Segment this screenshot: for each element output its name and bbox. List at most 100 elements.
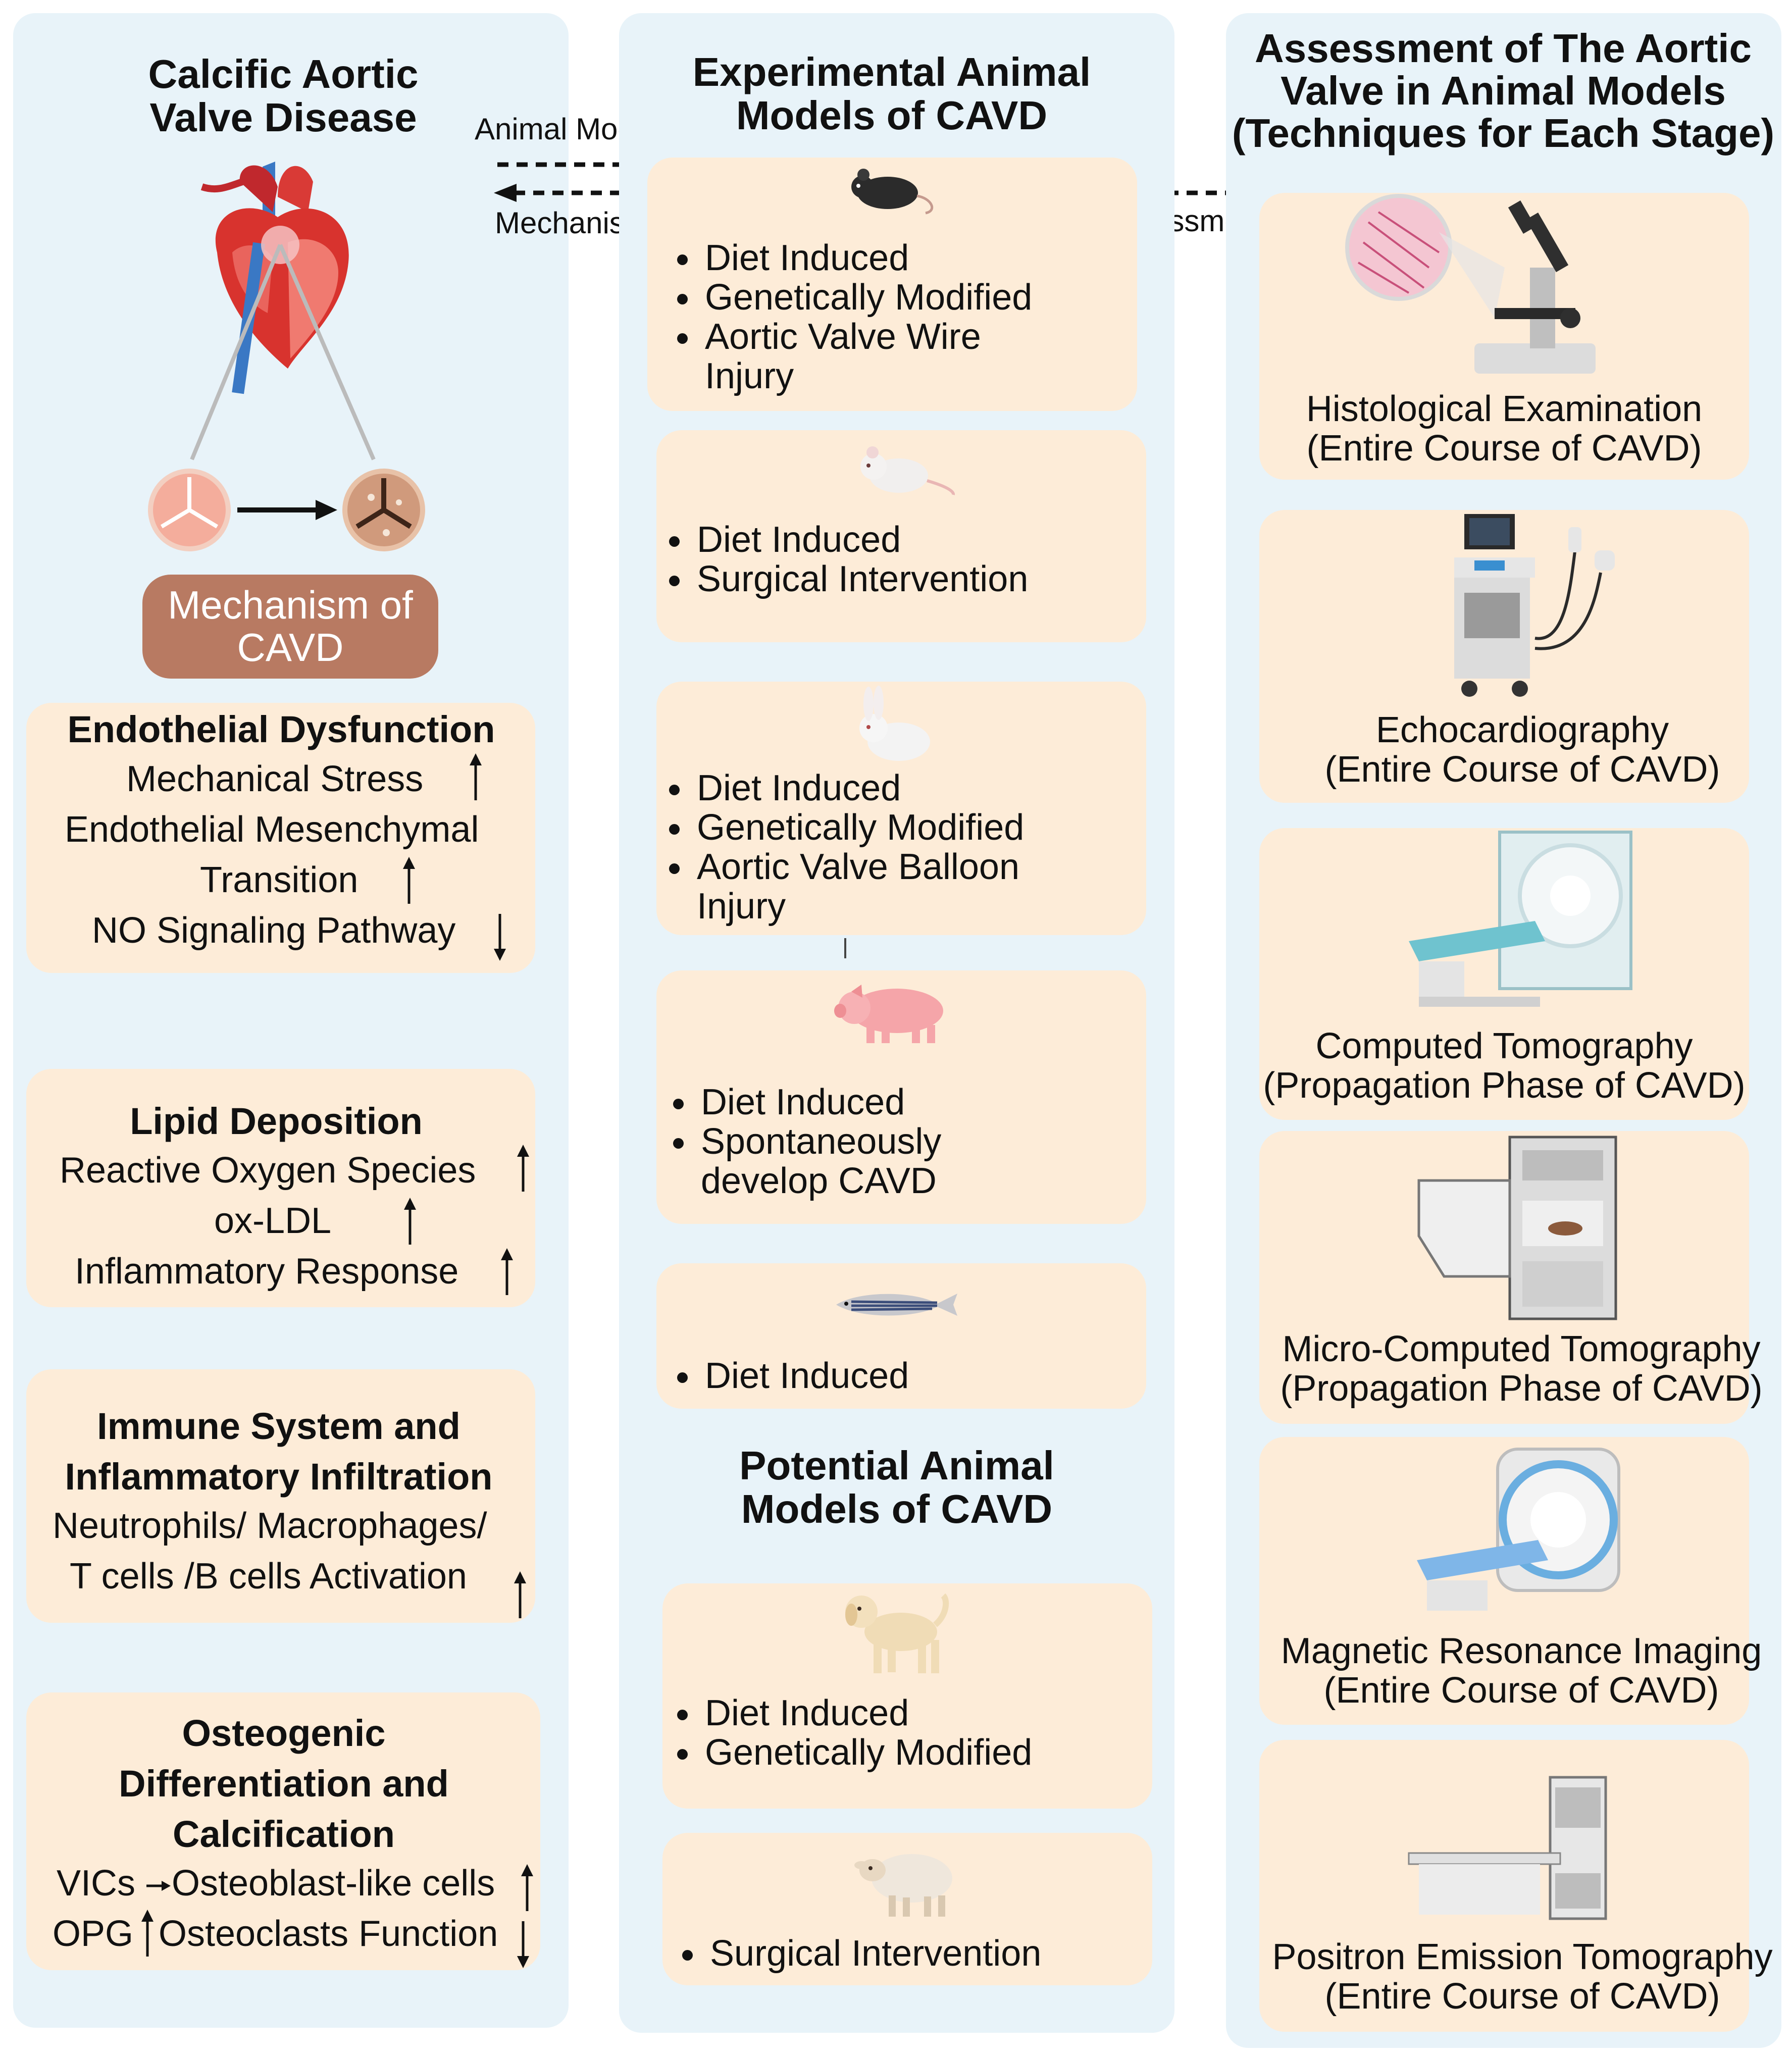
list-item: Diet Induced: [702, 1693, 1032, 1733]
micro-ct-scanner-icon: [1417, 1136, 1617, 1320]
assessment-title-line2: Valve in Animal Models: [1281, 68, 1726, 113]
list-item: Diet Induced: [702, 1356, 909, 1396]
pet-scanner-icon: [1408, 1776, 1607, 1920]
mechanism-of-cavd-label: Mechanism of CAVD: [142, 575, 438, 679]
mechanism-label-line1: Mechanism of: [168, 583, 413, 627]
mri-name: Magnetic Resonance Imaging: [1281, 1631, 1762, 1671]
experimental-title-line2: Models of CAVD: [736, 93, 1048, 138]
osteogenic-title-line2: Differentiation and: [119, 1763, 449, 1805]
mechanism-label-line2: CAVD: [237, 625, 344, 670]
osteogenic-title-line1: Osteogenic: [182, 1712, 386, 1754]
list-item: Genetically Modified: [702, 278, 1032, 317]
echocardiography-name: Echocardiography: [1375, 710, 1669, 750]
mechanisms-arrow: [494, 184, 645, 202]
up-arrow-icon: [521, 1864, 533, 1911]
endothelial-dysfunction-title: Endothelial Dysfunction: [67, 708, 495, 750]
up-arrow-icon: [514, 1571, 526, 1618]
list-item-text: develop CAVD: [701, 1161, 937, 1201]
sheep-model-list: Surgical Intervention: [662, 1934, 1041, 1973]
no-signaling-text: NO Signaling Pathway: [92, 910, 456, 951]
mri-stage: (Entire Course of CAVD): [1323, 1670, 1719, 1711]
immune-title-line1: Immune System and: [97, 1405, 460, 1447]
list-item: Surgical Intervention: [694, 559, 1028, 599]
mouse-model-list: Diet Induced Genetically Modified Aortic…: [657, 238, 1032, 396]
list-item: Genetically Modified: [694, 808, 1024, 847]
assessment-title: Assessment of The Aortic Valve in Animal…: [1213, 27, 1792, 155]
left-title: Calcific Aortic Valve Disease: [13, 52, 553, 140]
mri-scanner-icon: [1417, 1448, 1620, 1611]
osteogenic-card: [26, 1692, 540, 1970]
vics-to-osteoblast-arrow: [146, 1881, 171, 1891]
list-item: Diet Induced: [694, 768, 1024, 808]
pet-name: Positron Emission Tomography: [1272, 1937, 1773, 1977]
microscope-icon: [1345, 194, 1596, 374]
list-item-text: Aortic Valve Balloon: [697, 847, 1019, 887]
zebrafish-model-card: [656, 1263, 1146, 1409]
potential-title-line2: Models of CAVD: [741, 1486, 1053, 1532]
list-item: Diet Induced: [698, 1083, 941, 1122]
cells-text-line2: T cells /B cells Activation: [70, 1556, 467, 1597]
up-arrow-icon: [470, 753, 482, 800]
osteogenic-title-line3: Calcification: [173, 1813, 395, 1855]
up-arrow-icon: [517, 1145, 529, 1192]
list-item-text: Spontaneously: [701, 1121, 942, 1162]
left-title-line2: Valve Disease: [149, 95, 417, 140]
histology-stage: (Entire Course of CAVD): [1306, 428, 1702, 469]
vics-text: VICs: [57, 1863, 136, 1904]
echocardiography-stage: (Entire Course of CAVD): [1324, 749, 1720, 790]
mechanical-stress-text: Mechanical Stress: [126, 759, 424, 799]
assessment-title-line3: (Techniques for Each Stage): [1232, 111, 1775, 156]
down-arrow-icon: [517, 1921, 529, 1968]
assessment-title-line1: Assessment of The Aortic: [1255, 26, 1752, 71]
progression-arrow: [237, 500, 337, 520]
cells-text-line1: Neutrophils/ Macrophages/: [53, 1506, 487, 1546]
immune-system-card: [26, 1369, 535, 1623]
list-item: Diet Induced: [694, 520, 1028, 559]
list-item: Genetically Modified: [702, 1733, 1032, 1772]
opg-text: OPG: [53, 1914, 134, 1954]
rabbit-model-list: Diet Induced Genetically Modified Aortic…: [649, 768, 1024, 926]
ox-ldl-text: ox-LDL: [214, 1201, 332, 1241]
rat-icon: [860, 446, 955, 495]
divider-tick: [844, 938, 846, 958]
pet-stage: (Entire Course of CAVD): [1324, 1976, 1720, 2017]
ct-scanner-icon: [1409, 831, 1632, 1007]
micro-ct-name: Micro-Computed Tomography: [1282, 1329, 1761, 1369]
calcified-valve-icon: [342, 469, 425, 551]
zoom-lines: [190, 244, 376, 460]
zebrafish-icon: [836, 1294, 957, 1316]
dog-icon: [845, 1593, 949, 1673]
mouse-icon: [851, 169, 934, 215]
transition-text: Transition: [200, 860, 359, 900]
micro-ct-stage: (Propagation Phase of CAVD): [1280, 1368, 1763, 1409]
endothelial-mesenchymal-text: Endothelial Mesenchymal: [65, 809, 479, 850]
histology-card: [1259, 193, 1749, 480]
left-title-line1: Calcific Aortic: [148, 52, 419, 96]
potential-title: Potential Animal Models of CAVD: [619, 1444, 1174, 1531]
up-arrow-icon: [501, 1248, 513, 1295]
rat-model-list: Diet Induced Surgical Intervention: [649, 520, 1028, 599]
rabbit-icon: [859, 686, 930, 761]
ct-name: Computed Tomography: [1315, 1026, 1693, 1066]
ct-stage: (Propagation Phase of CAVD): [1263, 1065, 1746, 1106]
experimental-title: Experimental Animal Models of CAVD: [619, 50, 1164, 138]
ultrasound-machine-icon: [1454, 514, 1615, 697]
up-arrow-icon: [403, 857, 415, 904]
list-item-text: Injury: [697, 886, 786, 927]
up-arrow-icon: [404, 1198, 416, 1245]
osteoclasts-text: Osteoclasts Function: [159, 1914, 498, 1954]
zebrafish-model-list: Diet Induced: [657, 1356, 909, 1396]
potential-title-line1: Potential Animal: [739, 1443, 1054, 1488]
list-item: Surgical Intervention: [707, 1934, 1041, 1973]
endothelial-dysfunction-card: [26, 703, 535, 973]
immune-title-line2: Inflammatory Infiltration: [65, 1456, 493, 1498]
ros-text: Reactive Oxygen Species: [60, 1150, 476, 1191]
list-item-text: Aortic Valve Wire: [705, 317, 981, 357]
experimental-title-line1: Experimental Animal: [692, 49, 1091, 94]
list-item-text: Injury: [705, 356, 794, 396]
histology-name: Histological Examination: [1306, 389, 1703, 429]
